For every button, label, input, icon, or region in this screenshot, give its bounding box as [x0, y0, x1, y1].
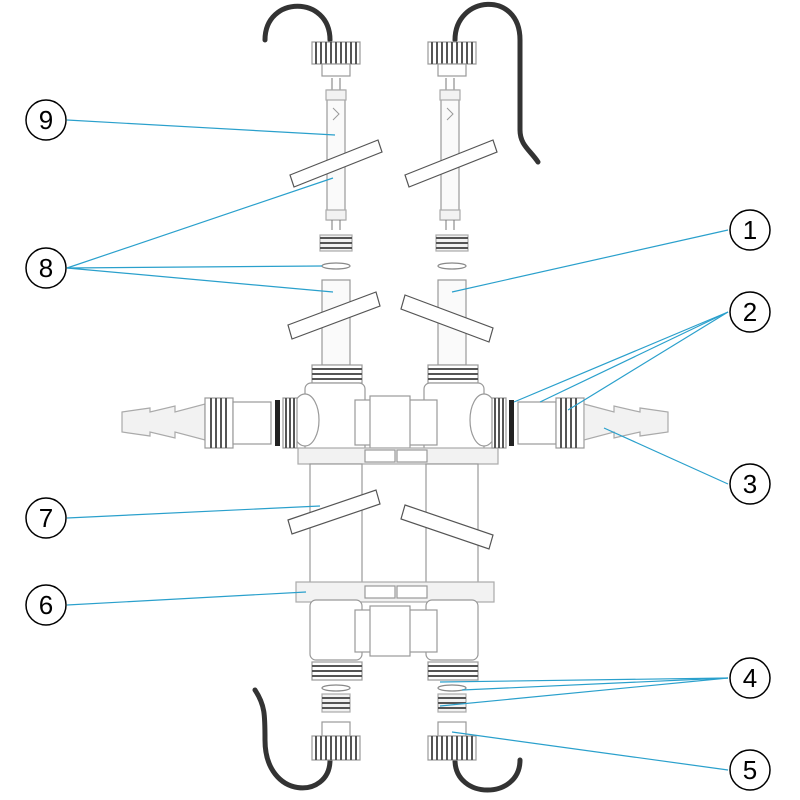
- callout-9: 9: [25, 99, 67, 141]
- break-mark-lamp-right: [404, 139, 498, 188]
- cable-top-left: [262, 3, 333, 43]
- callout-6-label: 6: [39, 590, 53, 620]
- oring-top-right: [437, 262, 467, 270]
- callout-2-label: 2: [743, 297, 757, 327]
- leader-1: [451, 229, 729, 293]
- break-mark-sleeve-left: [287, 291, 381, 340]
- hose-connector-right: [491, 397, 669, 449]
- callout-1-label: 1: [743, 215, 757, 245]
- upper-housing: [290, 364, 499, 465]
- leader-2c: [567, 311, 729, 411]
- leader-6: [66, 591, 307, 606]
- callout-5: 5: [729, 749, 771, 791]
- bottom-nut-left: [321, 693, 351, 713]
- callout-3: 3: [729, 463, 771, 505]
- leader-lines: [66, 119, 729, 771]
- leader-8b: [66, 265, 323, 269]
- leader-7: [66, 505, 321, 519]
- top-cap-right: [427, 41, 477, 77]
- break-mark-lamp-left: [289, 139, 383, 188]
- cable-bottom-right: [452, 757, 523, 793]
- leader-5: [451, 731, 729, 771]
- callout-8: 8: [25, 247, 67, 289]
- callout-4-label: 4: [743, 663, 757, 693]
- leader-4a: [439, 677, 729, 683]
- leader-8a: [66, 177, 334, 269]
- sleeve-nut-left: [319, 234, 353, 252]
- callout-4: 4: [729, 657, 771, 699]
- callout-9-label: 9: [39, 105, 53, 135]
- bottom-cap-right: [427, 721, 477, 761]
- top-cap-left: [311, 41, 361, 77]
- hose-connector-left: [121, 397, 298, 449]
- leader-9: [66, 119, 336, 136]
- oring-bottom-right: [437, 684, 467, 692]
- callout-5-label: 5: [743, 755, 757, 785]
- uv-lamp-right: [439, 78, 461, 230]
- bottom-nut-right: [437, 693, 467, 713]
- leader-3: [603, 427, 729, 485]
- callout-6: 6: [25, 584, 67, 626]
- cable-top-right: [452, 1, 541, 165]
- callout-7: 7: [25, 497, 67, 539]
- leader-8c: [66, 267, 334, 293]
- cable-bottom-left: [252, 687, 333, 791]
- callout-2: 2: [729, 291, 771, 333]
- leader-4b: [461, 677, 729, 691]
- oring-top-left: [321, 262, 351, 270]
- break-mark-tube-left: [287, 489, 381, 535]
- break-mark-tube-right: [400, 504, 494, 550]
- break-mark-sleeve-right: [400, 294, 494, 343]
- callout-8-label: 8: [39, 253, 53, 283]
- oring-bottom-left: [321, 684, 351, 692]
- callout-7-label: 7: [39, 503, 53, 533]
- leader-4c: [439, 677, 729, 707]
- bottom-cap-left: [311, 721, 361, 761]
- callout-3-label: 3: [743, 469, 757, 499]
- lower-housing: [295, 581, 495, 681]
- leader-2a: [513, 311, 729, 403]
- callout-1: 1: [729, 209, 771, 251]
- leader-2b: [539, 311, 729, 403]
- sleeve-nut-right: [435, 234, 469, 252]
